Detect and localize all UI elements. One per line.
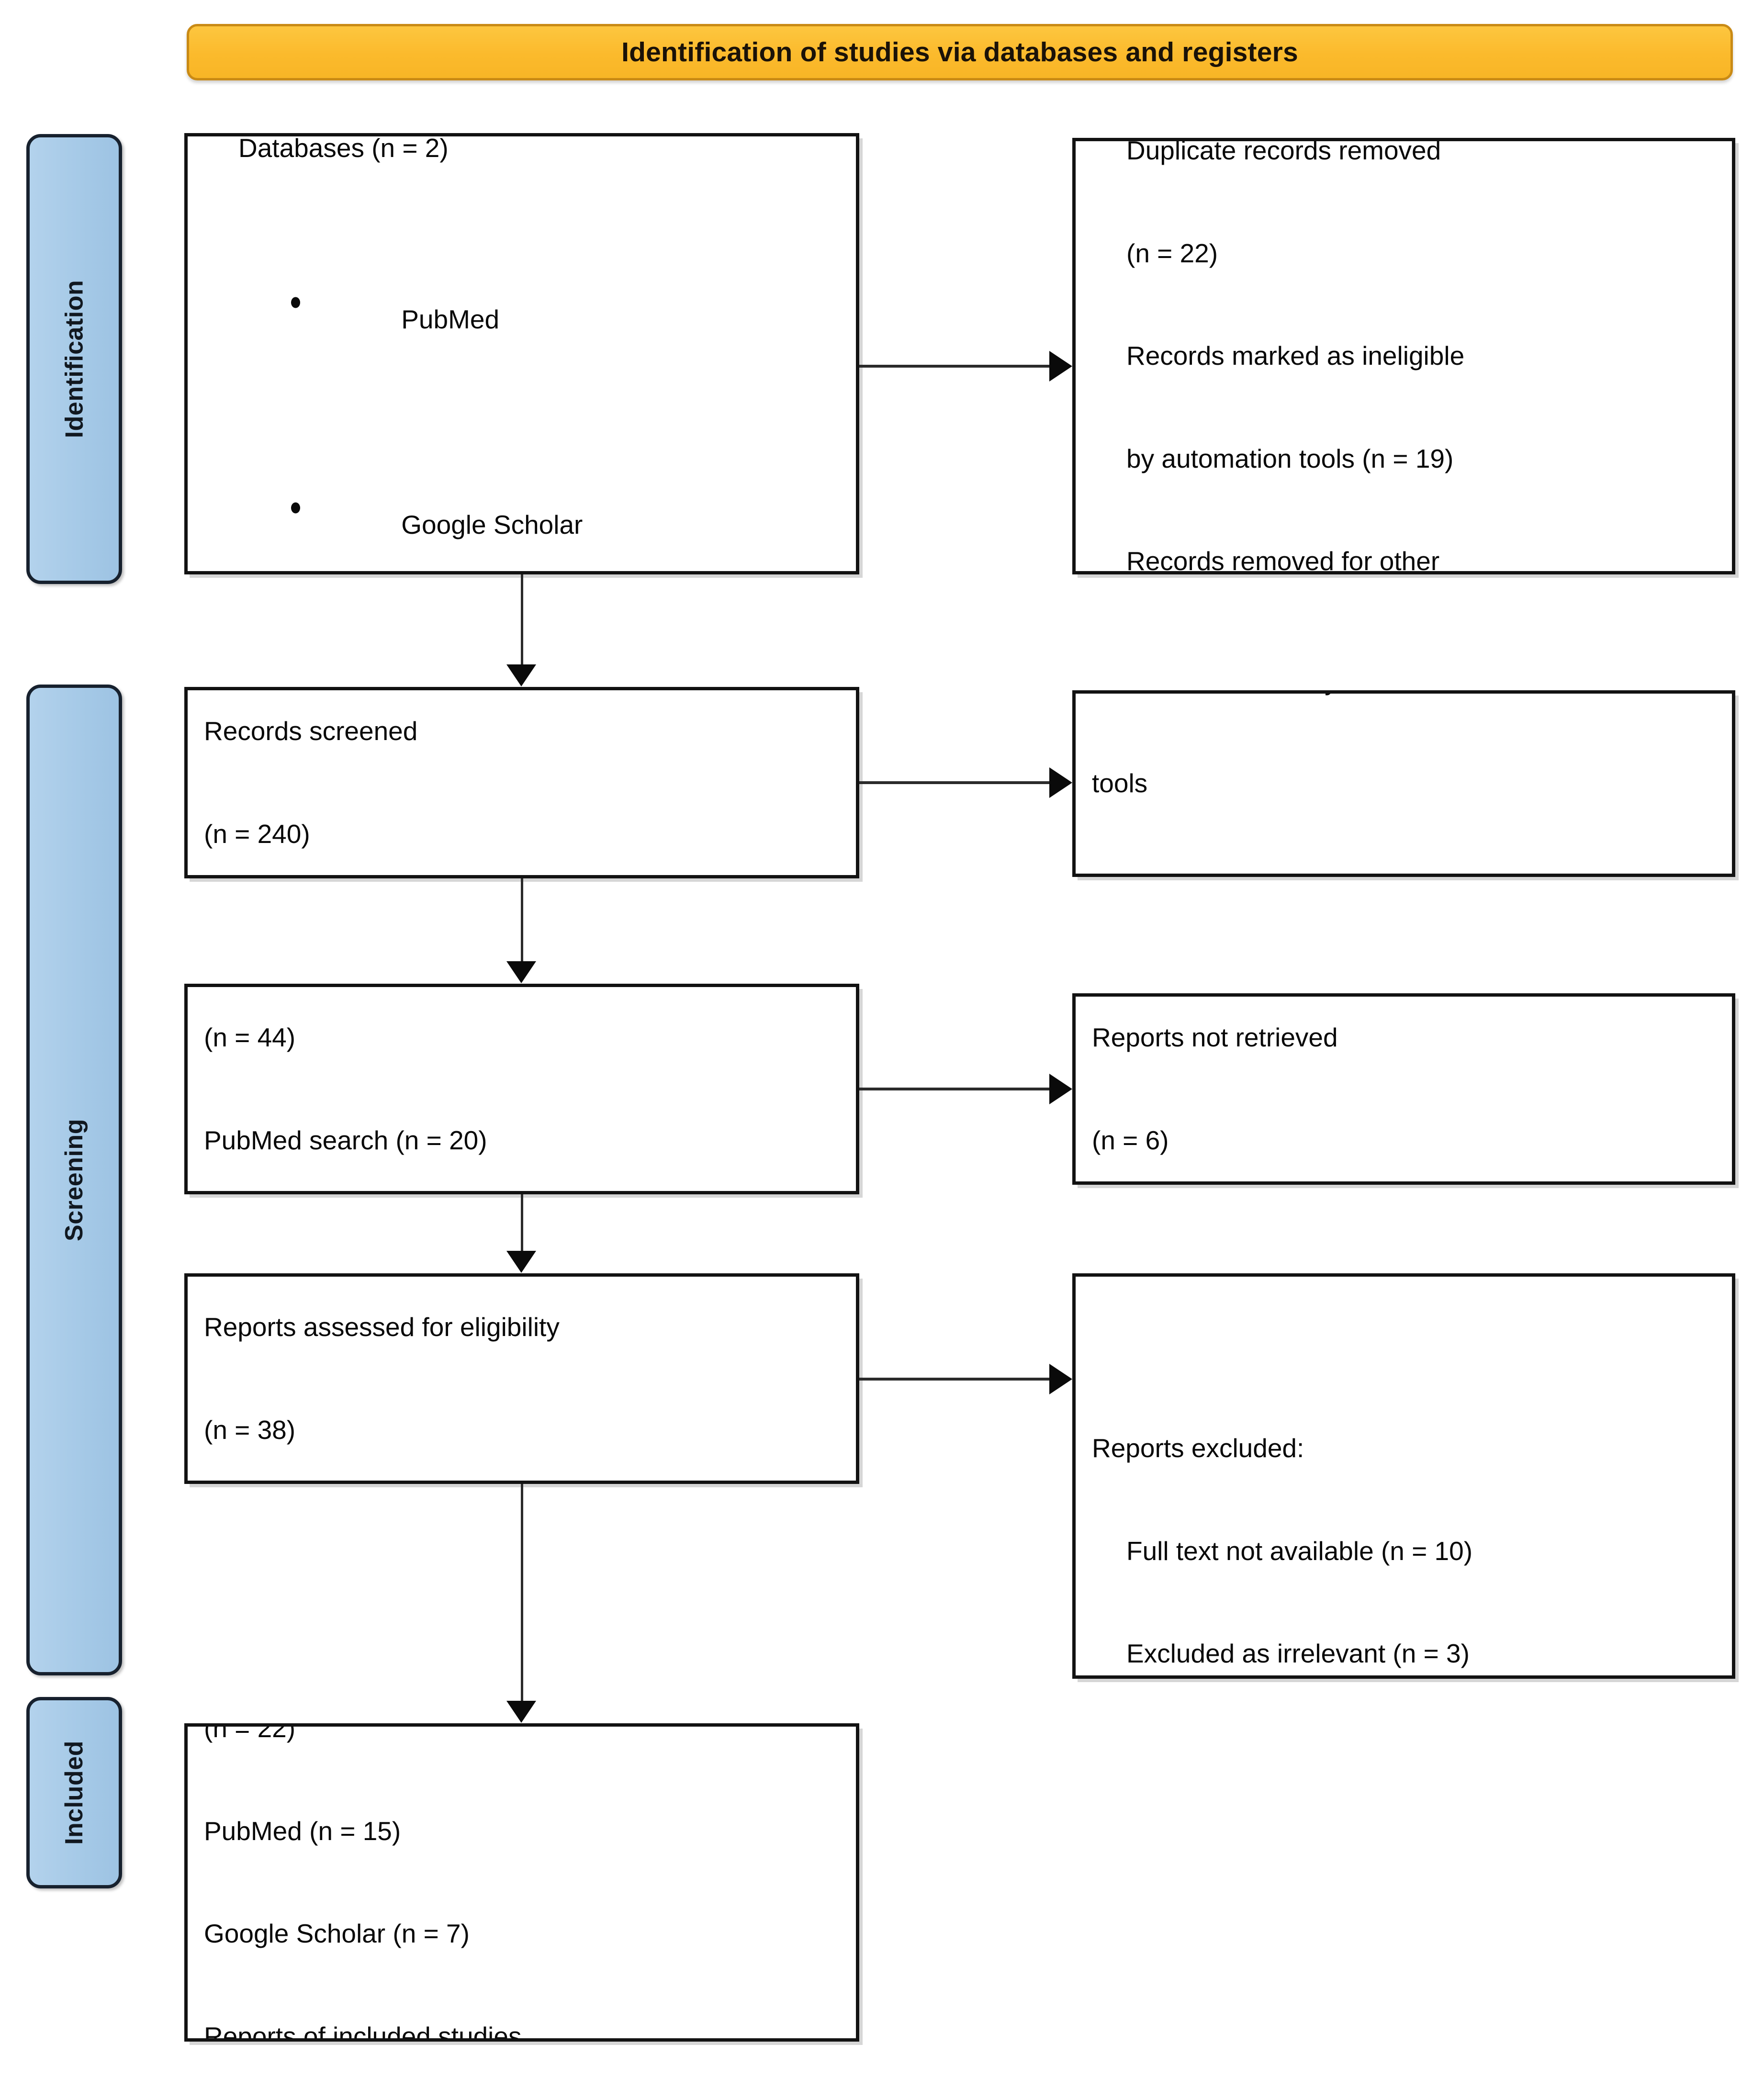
box-records-excluded-automation: Records excluded by automation tools (n … <box>1072 690 1735 877</box>
box-studies-included-body: Studies included in review (n = 22) PubM… <box>204 1723 840 2042</box>
bullet-label-google-scholar: Google Scholar <box>401 509 583 539</box>
banner-title: Identification of studies via databases … <box>621 37 1298 67</box>
box-reports-assessed: Reports assessed for eligibility (n = 38… <box>184 1273 859 1484</box>
connector-arrowhead-identified-to-screened <box>506 664 536 686</box>
box-reports-not-retrieved: Reports not retrieved (n = 6) <box>1072 993 1735 1185</box>
reports-sought-line-2: PubMed search (n = 20) <box>204 1125 487 1155</box>
studies-included-line-3: Google Scholar (n = 7) <box>204 1919 470 1948</box>
box-records-screened: Records screened (n = 240) <box>184 687 859 878</box>
connector-arrowhead-assessed-to-excluded <box>1049 1364 1072 1394</box>
connector-line-sought-to-not-retrieved <box>859 1088 1051 1090</box>
studies-included-line-1: (n = 22) <box>204 1723 296 1743</box>
bullet-label-pubmed: PubMed <box>401 304 500 334</box>
box-records-removed-before-screening: Records removed before screening: Duplic… <box>1072 138 1735 574</box>
box-reports-sought: Reports sought for retrieval (n = 44) Pu… <box>184 984 859 1194</box>
records-screened-line-0: Records screened <box>204 716 418 746</box>
records-excluded-automation-line-2: (n = 196) <box>1092 869 1716 874</box>
records-identified-databases: Databases (n = 2) <box>238 133 449 163</box>
connector-arrowhead-screened-to-sought <box>506 961 536 983</box>
box-reports-sought-body: Reports sought for retrieval (n = 44) Pu… <box>204 987 840 1191</box>
connector-line-assessed-to-included <box>521 1484 523 1702</box>
reports-not-retrieved-line-1: (n = 6) <box>1092 1125 1169 1155</box>
box-reports-excluded: Reports excluded: Full text not availabl… <box>1072 1273 1735 1679</box>
stage-label-included: Included <box>60 1741 89 1845</box>
connector-line-screened-to-sought <box>521 878 523 962</box>
connector-arrowhead-sought-to-not-retrieved <box>1049 1074 1072 1104</box>
records-removed-item-2: Records marked as ineligible <box>1126 341 1465 371</box>
connector-line-screened-to-excluded <box>859 781 1051 784</box>
reports-excluded-title: Reports excluded: <box>1092 1433 1304 1463</box>
connector-line-assessed-to-excluded <box>859 1378 1051 1381</box>
box-reports-assessed-body: Reports assessed for eligibility (n = 38… <box>204 1277 840 1481</box>
box-records-identified-body: Records identified from: Databases (n = … <box>204 133 840 571</box>
reports-excluded-item-1: Excluded as irrelevant (n = 3) <box>1126 1639 1470 1668</box>
reports-sought-line-1: (n = 44) <box>204 1022 296 1052</box>
reports-excluded-item-0: Full text not available (n = 10) <box>1126 1536 1473 1566</box>
records-identified-bullet-pubmed: PubMed <box>204 234 840 371</box>
records-removed-item-3: by automation tools (n = 19) <box>1126 443 1454 473</box>
reports-assessed-line-1: (n = 38) <box>204 1415 296 1445</box>
box-records-identified: Records identified from: Databases (n = … <box>184 133 859 574</box>
stage-bar-screening: Screening <box>26 685 122 1675</box>
connector-line-identified-to-removed <box>859 365 1051 368</box>
connector-line-identified-to-screened <box>521 574 523 665</box>
connector-arrowhead-identified-to-removed <box>1049 351 1072 382</box>
records-removed-item-0: Duplicate records removed <box>1126 138 1441 166</box>
connector-arrowhead-screened-to-excluded <box>1049 767 1072 798</box>
connector-line-sought-to-assessed <box>521 1194 523 1252</box>
studies-included-line-4: Reports of included studies <box>204 2021 522 2042</box>
records-removed-item-1: (n = 22) <box>1126 238 1218 268</box>
records-screened-line-1: (n = 240) <box>204 819 310 849</box>
box-records-removed-body: Records removed before screening: Duplic… <box>1092 138 1716 574</box>
diagram-header-banner: Identification of studies via databases … <box>187 24 1733 80</box>
studies-included-line-2: PubMed (n = 15) <box>204 1816 401 1846</box>
bullet-dot-icon <box>291 297 300 308</box>
connector-arrowhead-sought-to-assessed <box>506 1251 536 1273</box>
stage-bar-identification: Identification <box>26 134 122 584</box>
reports-not-retrieved-line-0: Reports not retrieved <box>1092 1022 1338 1052</box>
stage-bar-included: Included <box>26 1697 122 1888</box>
records-removed-item-4: Records removed for other <box>1126 546 1440 574</box>
records-excluded-automation-line-1: tools <box>1092 768 1148 798</box>
box-reports-not-retrieved-body: Reports not retrieved (n = 6) <box>1092 997 1716 1181</box>
connector-arrowhead-assessed-to-included <box>506 1701 536 1723</box>
records-identified-bullet-google-scholar: Google Scholar <box>204 439 840 571</box>
stage-label-screening: Screening <box>60 1119 89 1241</box>
box-reports-excluded-body: Reports excluded: Full text not availabl… <box>1092 1363 1716 1675</box>
box-studies-included: Studies included in review (n = 22) PubM… <box>184 1723 859 2042</box>
records-excluded-automation-line-0: Records excluded by automation <box>1092 694 1716 698</box>
box-records-excluded-automation-body: Records excluded by automation tools (n … <box>1092 694 1716 874</box>
reports-assessed-line-0: Reports assessed for eligibility <box>204 1312 560 1342</box>
box-records-screened-body: Records screened (n = 240) <box>204 690 840 875</box>
bullet-dot-icon <box>291 502 300 514</box>
stage-label-identification: Identification <box>60 280 88 438</box>
